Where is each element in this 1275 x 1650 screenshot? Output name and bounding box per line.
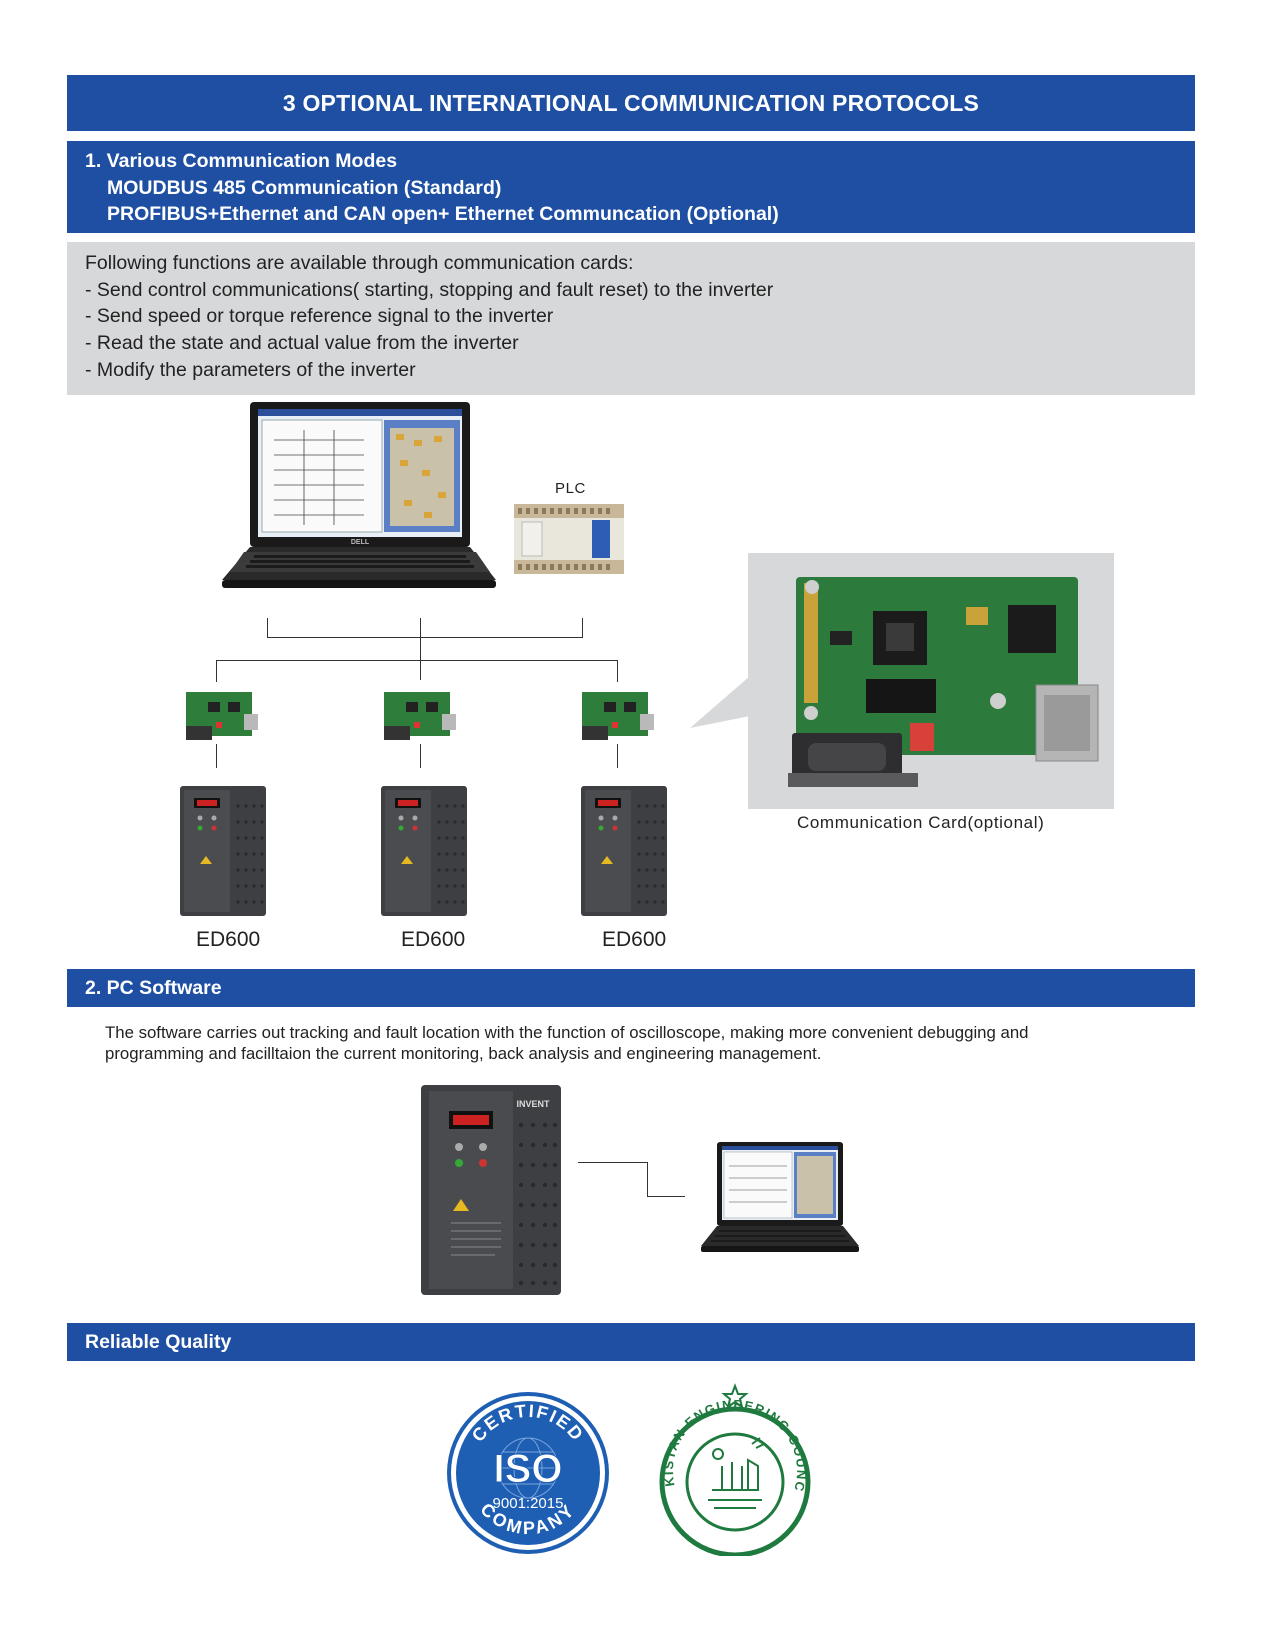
comm-card-small: [384, 692, 456, 740]
function-item: - Modify the parameters of the inverter: [85, 358, 416, 381]
model-label: ED600: [401, 928, 466, 951]
function-item: - Send control communications( starting,…: [85, 278, 774, 301]
reliable-quality-heading: Reliable Quality: [67, 1323, 1195, 1361]
model-label: ED600: [196, 928, 261, 951]
modes-heading: 1. Various Communication Modes: [85, 150, 398, 172]
comm-card-small: [186, 692, 258, 740]
pc-software-description-line: The software carries out tracking and fa…: [105, 1023, 1029, 1042]
modes-standard: MOUDBUS 485 Communication (Standard): [107, 176, 502, 199]
pec-seal: PAKISTAN ENGINEERING COUNCIL: [652, 1382, 811, 1556]
pc-software-description: The software carries out tracking and fa…: [105, 1022, 1185, 1064]
star-icon: [721, 1383, 749, 1410]
inverter-image: [381, 786, 467, 916]
pc-software-description-line: programming and facilltaion the current …: [105, 1044, 822, 1063]
callout-pointer: [690, 676, 750, 728]
model-label: ED600: [602, 928, 667, 951]
comm-card-small: [582, 692, 654, 740]
page-title: 3 OPTIONAL INTERNATIONAL COMMUNICATION P…: [67, 75, 1195, 131]
functions-panel: Following functions are available throug…: [67, 242, 1195, 395]
inverter-image: [581, 786, 667, 916]
laptop-brand: DELL: [351, 539, 370, 546]
plc-image: [514, 504, 624, 574]
communication-modes: 1. Various Communication Modes MOUDBUS 4…: [67, 141, 1195, 233]
function-item: - Send speed or torque reference signal …: [85, 305, 554, 328]
iso-mark: ISO: [494, 1447, 563, 1491]
card-caption: Communication Card(optional): [797, 813, 1045, 832]
function-item: - Read the state and actual value from t…: [85, 332, 519, 355]
functions-intro: Following functions are available throug…: [85, 252, 634, 274]
laptop-image: DELL: [222, 402, 496, 588]
iso-standard: 9001:2015: [493, 1495, 564, 1512]
globe-icon: [497, 1437, 559, 1499]
inverter-image: [180, 786, 266, 916]
inverter-large-image: INVENT: [421, 1085, 561, 1295]
inverter-brand: INVENT: [516, 1099, 550, 1109]
modes-optional: PROFIBUS+Ethernet and CAN open+ Ethernet…: [107, 203, 779, 225]
pc-software-heading: 2. PC Software: [67, 969, 1195, 1007]
comm-card-large: [748, 553, 1114, 809]
laptop-small-image: [701, 1142, 859, 1252]
plc-label: PLC: [555, 480, 586, 497]
industry-emblem-icon: [708, 1437, 765, 1509]
iso-certified-seal: CERTIFIED COMPANY ISO 9001:2015: [447, 1392, 609, 1554]
